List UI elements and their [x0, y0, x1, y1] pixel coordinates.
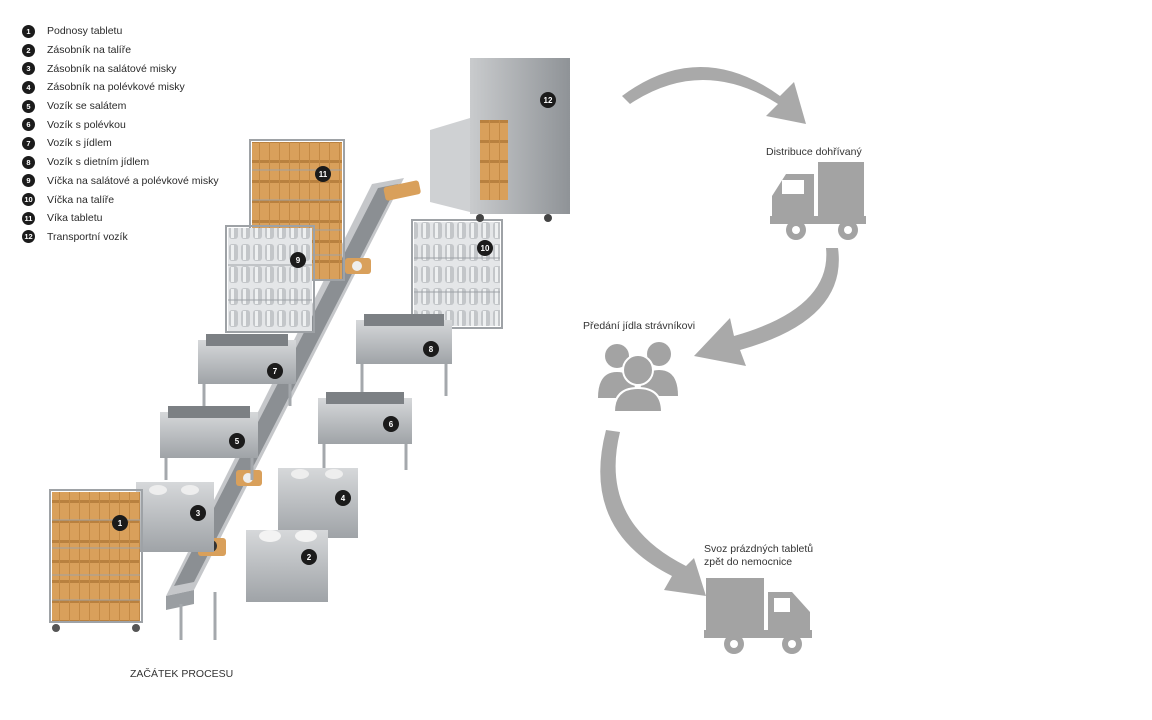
legend-number-badge: 1	[22, 24, 35, 38]
curved-arrow-icon	[600, 430, 706, 596]
legend-number-badge: 6	[22, 118, 35, 132]
badge-12: 12	[540, 92, 556, 108]
legend-item: 2 Zásobník na talíře	[22, 41, 219, 60]
badge-10: 10	[477, 240, 493, 256]
svg-text:4: 4	[341, 494, 346, 503]
badge-1: 1	[112, 515, 128, 531]
legend-item: 1 Podnosy tabletu	[22, 22, 219, 41]
svg-text:1: 1	[118, 519, 123, 528]
badge-6: 6	[383, 416, 399, 432]
legend-label: Zásobník na polévkové misky	[47, 81, 185, 94]
legend-item: 8 Vozík s dietním jídlem	[22, 153, 219, 172]
process-start-label: ZAČÁTEK PROCESU	[130, 668, 234, 680]
cart-6	[318, 392, 412, 470]
return-label-line2: zpět do nemocnice	[704, 556, 793, 568]
legend-item: 9 Víčka na salátové a polévkové misky	[22, 172, 219, 191]
legend-label: Vozík se salátem	[47, 100, 127, 113]
transport-trolley-12	[430, 58, 570, 222]
badge-2: 2	[301, 549, 317, 565]
svg-text:9: 9	[296, 256, 301, 265]
legend-number-badge: 8	[22, 155, 35, 169]
lid-rack-10	[411, 219, 503, 329]
legend-label: Zásobník na talíře	[47, 44, 132, 57]
dispenser-2	[246, 530, 328, 602]
legend-number-badge: 9	[22, 174, 35, 188]
legend-number-badge: 3	[22, 62, 35, 76]
badge-3: 3	[190, 505, 206, 521]
legend-item: 3 Zásobník na salátové misky	[22, 59, 219, 78]
legend-item: 7 Vozík s jídlem	[22, 134, 219, 153]
legend-item: 12 Transportní vozík	[22, 228, 219, 247]
return-label: Svoz prázdných tabletů zpět do nemocnice	[704, 543, 813, 569]
people-icon	[598, 342, 678, 413]
legend-item: 10 Víčka na talíře	[22, 190, 219, 209]
svg-text:12: 12	[544, 96, 553, 105]
legend-item: 4 Zásobník na polévkové misky	[22, 78, 219, 97]
legend-label: Transportní vozík	[47, 230, 128, 243]
handover-label: Předání jídla strávníkovi	[583, 320, 696, 332]
cart-8	[356, 314, 452, 396]
svg-text:7: 7	[273, 367, 278, 376]
legend-item: 6 Vozík s polévkou	[22, 115, 219, 134]
legend-item: 5 Vozík se salátem	[22, 97, 219, 116]
curved-arrow-icon	[622, 67, 806, 124]
legend-number-badge: 10	[22, 193, 35, 207]
badge-4: 4	[335, 490, 351, 506]
legend-label: Zásobník na salátové misky	[47, 62, 177, 75]
svg-text:6: 6	[389, 420, 394, 429]
legend-number-badge: 12	[22, 230, 35, 244]
legend-label: Víčka na salátové a polévkové misky	[47, 174, 219, 187]
svg-text:8: 8	[429, 345, 434, 354]
truck-icon	[704, 578, 812, 654]
legend-label: Podnosy tabletu	[47, 25, 123, 38]
badge-8: 8	[423, 341, 439, 357]
legend-label: Víčka na talíře	[47, 193, 115, 206]
svg-text:5: 5	[235, 437, 240, 446]
legend-number-badge: 7	[22, 136, 35, 150]
svg-text:11: 11	[319, 170, 328, 179]
svg-text:10: 10	[481, 244, 490, 253]
legend-label: Vozík s polévkou	[47, 118, 126, 131]
svg-text:2: 2	[307, 553, 312, 562]
badge-7: 7	[267, 363, 283, 379]
return-label-line1: Svoz prázdných tabletů	[704, 543, 814, 555]
lid-rack-9	[225, 225, 315, 333]
distribution-label: Distribuce dohřívaný	[766, 146, 862, 158]
legend-label: Víka tabletu	[47, 212, 103, 225]
badge-9: 9	[290, 252, 306, 268]
curved-arrow-icon	[694, 248, 839, 366]
badge-11: 11	[315, 166, 331, 182]
tray-rack-1	[49, 489, 143, 632]
legend-number-badge: 4	[22, 80, 35, 94]
legend-number-badge: 2	[22, 43, 35, 57]
legend-label: Vozík s dietním jídlem	[47, 156, 150, 169]
badge-5: 5	[229, 433, 245, 449]
truck-icon	[770, 162, 866, 240]
legend-number-badge: 5	[22, 99, 35, 113]
legend-number-badge: 11	[22, 211, 35, 225]
svg-text:3: 3	[196, 509, 201, 518]
legend-item: 11 Víka tabletu	[22, 209, 219, 228]
legend-label: Vozík s jídlem	[47, 137, 112, 150]
